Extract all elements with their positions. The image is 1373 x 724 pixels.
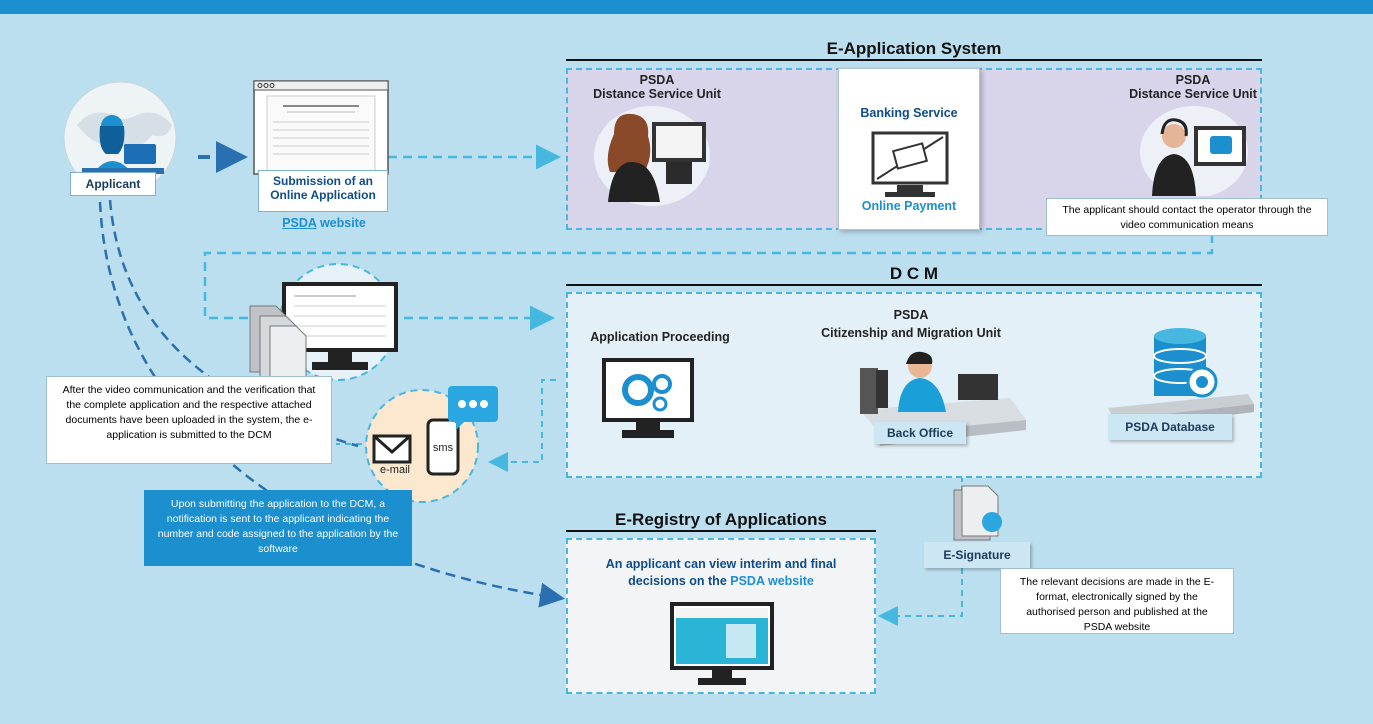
email-label: e-mail <box>380 464 410 476</box>
dcm-section-title: D C M <box>889 264 939 283</box>
documents-monitor-icon <box>249 263 398 393</box>
right-unit-title: PSDA Distance Service Unit <box>1118 73 1268 101</box>
notification-icon <box>365 386 498 503</box>
left-unit-title: PSDA Distance Service Unit <box>582 73 732 101</box>
dcm-unit-title: PSDA Citizenship and Migration Unit <box>818 308 1004 340</box>
banking-card: Banking Service Online Payment <box>838 68 980 230</box>
submission-form-illustration <box>253 80 389 215</box>
applicant-node <box>42 80 198 200</box>
dcm-unit-title-2: Citizenship and Migration Unit <box>821 326 1001 340</box>
arrow-esignature-to-registry <box>878 568 963 626</box>
notification-note: Upon submitting the application to the D… <box>144 490 412 566</box>
banking-subtitle: Online Payment <box>861 199 957 213</box>
psda-site-link[interactable]: PSDA <box>282 216 317 230</box>
registry-site-link[interactable]: PSDA website <box>730 574 814 588</box>
form-window-icon <box>253 80 389 175</box>
registry-text-1: An applicant can view interim and final <box>605 557 837 571</box>
proceeding-monitor-icon <box>602 358 694 438</box>
dcm-unit-title-1: PSDA <box>893 308 929 322</box>
submission-site-rest: website <box>316 216 366 230</box>
back-office-label: Back Office <box>874 422 966 444</box>
esignature-label: E-Signature <box>924 542 1030 568</box>
registry-monitor-icon <box>670 602 774 685</box>
eregistry-section-title: E-Registry of Applications <box>615 510 827 529</box>
submission-line1: Submission of an <box>272 174 373 188</box>
signed-document-icon <box>953 485 1002 541</box>
header-bar <box>0 0 1373 14</box>
registry-text: An applicant can view interim and final … <box>576 556 866 590</box>
proceeding-title: Application Proceeding <box>590 330 730 344</box>
arrow-dcm-to-notification <box>488 379 556 472</box>
submission-label: Submission of an Online Application <box>258 170 388 212</box>
curve-applicant-to-registry <box>98 201 565 608</box>
right-unit-title-2: Distance Service Unit <box>1129 87 1257 101</box>
database-label: PSDA Database <box>1108 414 1232 440</box>
operator-woman-icon <box>594 106 710 206</box>
eregistry-section-rule <box>566 530 876 532</box>
decisions-note: The relevant decisions are made in the E… <box>1000 568 1234 634</box>
applicant-icon <box>63 81 177 195</box>
left-unit-title-2: Distance Service Unit <box>593 87 721 101</box>
applicant-label: Applicant <box>70 172 156 196</box>
right-unit-title-1: PSDA <box>1175 73 1211 87</box>
video-note: The applicant should contact the operato… <box>1046 198 1328 236</box>
after-video-note: After the video communication and the ve… <box>46 376 332 464</box>
submission-line2: Online Application <box>270 188 376 202</box>
banking-title: Banking Service <box>860 106 958 120</box>
left-unit-title-1: PSDA <box>639 73 675 87</box>
eapp-section-rule <box>566 59 1262 61</box>
eapp-section-title: E-Application System <box>826 39 1002 58</box>
operator-headset-icon <box>1140 106 1248 196</box>
submission-site: PSDA website <box>260 216 388 230</box>
sms-label: sms <box>432 442 454 454</box>
payment-monitor-icon <box>871 131 949 197</box>
registry-text-2a: decisions on the <box>628 574 731 588</box>
dcm-section-rule <box>566 284 1262 286</box>
